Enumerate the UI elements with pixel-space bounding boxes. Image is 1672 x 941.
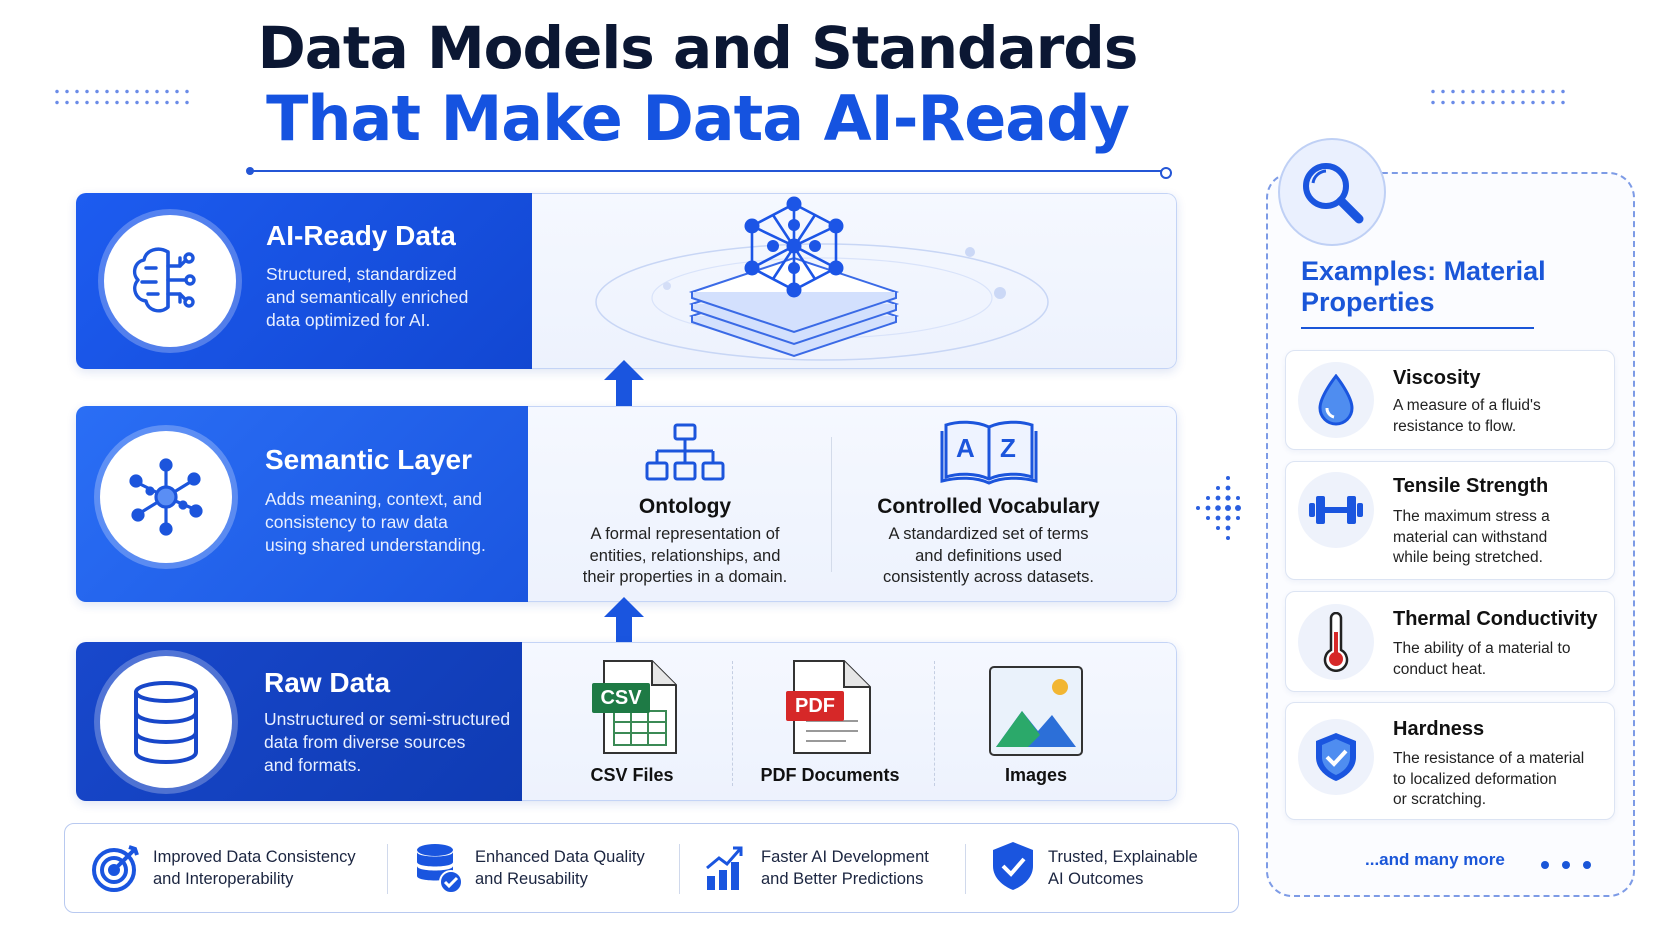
ai-ready-description: Structured, standardized and semanticall… xyxy=(266,264,469,330)
up-arrow-icon xyxy=(604,597,644,643)
thermometer-icon xyxy=(1298,604,1374,680)
raw-data-sources-panel: CSV CSV Files PDF PDF Documents Images xyxy=(522,642,1177,801)
tensile-strength-title: Tensile Strength xyxy=(1393,475,1549,497)
magnifier-icon xyxy=(1278,138,1386,246)
image-file-icon xyxy=(989,666,1083,756)
decorative-dots-left xyxy=(52,86,192,108)
semantic-description: Adds meaning, context, and consistency t… xyxy=(265,489,486,555)
raw-data-title: Raw Data xyxy=(264,667,391,698)
more-dots-icon xyxy=(1541,856,1604,874)
semantic-title: Semantic Layer xyxy=(265,444,472,475)
hierarchy-icon xyxy=(645,423,725,481)
droplet-icon xyxy=(1298,362,1374,438)
decorative-dots-right xyxy=(1428,86,1568,108)
more-examples-link[interactable]: ...and many more xyxy=(1365,850,1505,869)
benefit-divider xyxy=(679,844,680,894)
title-line-2: That Make Data AI-Ready xyxy=(266,82,1130,155)
semantic-components-panel: Ontology A formal representation of enti… xyxy=(528,406,1177,602)
database-icon xyxy=(100,656,232,788)
benefit-divider xyxy=(965,844,966,894)
raw-data-layer: Raw Data Unstructured or semi-structured… xyxy=(76,642,1177,801)
title-underline xyxy=(246,167,1172,179)
example-card-thermal-conductivity: Thermal Conductivity The ability of a ma… xyxy=(1285,591,1615,692)
csv-badge: CSV xyxy=(592,683,650,713)
brain-icon xyxy=(104,215,236,347)
column-divider xyxy=(934,661,935,786)
thermal-conductivity-title: Thermal Conductivity xyxy=(1393,608,1598,630)
knowledge-graph-stack-illustration xyxy=(595,196,1049,361)
semantic-layer: Semantic Layer Adds meaning, context, an… xyxy=(76,406,1177,602)
vocabulary-title: Controlled Vocabulary xyxy=(877,495,1100,518)
up-arrow-icon xyxy=(604,360,644,406)
csv-file-icon: CSV xyxy=(592,659,680,755)
images-label: Images xyxy=(1004,765,1068,785)
examples-title-underline xyxy=(1301,327,1534,329)
examples-title: Examples: Material Properties xyxy=(1301,256,1546,317)
ai-ready-label-panel: AI-Ready Data Structured, standardized a… xyxy=(76,193,532,369)
target-icon xyxy=(92,845,139,892)
pdf-badge: PDF xyxy=(786,691,844,721)
pdf-file-icon: PDF xyxy=(786,659,874,755)
semantic-label-panel: Semantic Layer Adds meaning, context, an… xyxy=(76,406,528,602)
growth-chart-icon xyxy=(706,846,743,890)
pdf-documents-label: PDF Documents xyxy=(760,765,900,785)
dictionary-book-icon: A Z xyxy=(940,419,1038,485)
raw-data-label-panel: Raw Data Unstructured or semi-structured… xyxy=(76,642,522,801)
benefit-divider xyxy=(387,844,388,894)
ai-ready-title: AI-Ready Data xyxy=(266,220,456,251)
ai-ready-layer: AI-Ready Data Structured, standardized a… xyxy=(76,193,1177,369)
column-divider xyxy=(732,661,733,786)
network-hub-icon xyxy=(100,431,232,563)
database-check-icon xyxy=(417,844,463,894)
title-line-1: Data Models and Standards xyxy=(257,14,1139,82)
csv-files-label: CSV Files xyxy=(590,765,674,785)
connector-dots xyxy=(1196,476,1241,540)
viscosity-title: Viscosity xyxy=(1393,367,1481,389)
shield-check-icon xyxy=(993,842,1033,890)
ontology-description: A formal representation of entities, rel… xyxy=(582,525,788,586)
shield-check-icon xyxy=(1298,719,1374,795)
hardness-title: Hardness xyxy=(1393,718,1485,740)
ontology-title: Ontology xyxy=(638,495,732,518)
dumbbell-icon xyxy=(1298,472,1374,548)
vocabulary-description: A standardized set of terms and definiti… xyxy=(883,525,1094,586)
column-divider xyxy=(831,437,832,572)
raw-data-description: Unstructured or semi-structured data fro… xyxy=(264,709,511,775)
ai-ready-visual-panel xyxy=(532,193,1177,369)
